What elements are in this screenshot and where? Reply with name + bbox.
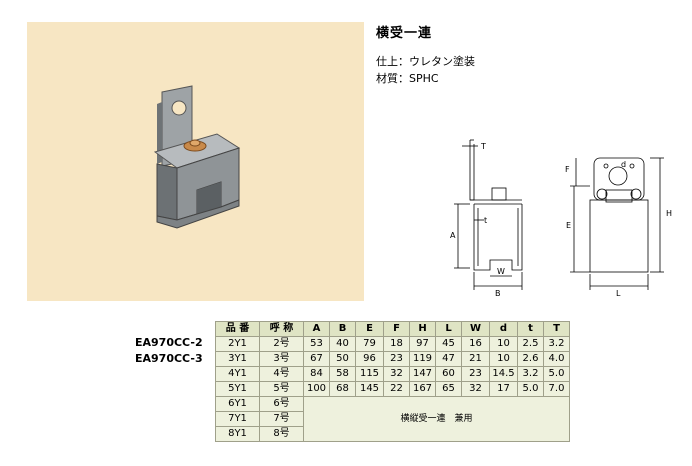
table-row: 6Y1 6号 横縦受一連 兼用 — [215, 396, 570, 442]
table-header-cell: t — [517, 321, 544, 337]
dimension-table: 品 番 呼 称 A B E F H L W d t T 2Y1 2号 53 40… — [215, 321, 570, 442]
side-view-drawing — [454, 139, 523, 290]
table-header-cell: H — [409, 321, 436, 337]
table-cell: 67 — [303, 351, 330, 367]
product-title: 横受一連 — [376, 26, 433, 41]
table-cell: 7.0 — [543, 381, 570, 397]
table-cell: 2号 — [259, 336, 304, 352]
table-cell: 96 — [355, 351, 384, 367]
table-cell: 4号 — [259, 366, 304, 382]
table-cell: 79 — [355, 336, 384, 352]
table-cell: 18 — [383, 336, 410, 352]
table-header-cell: 呼 称 — [259, 321, 304, 337]
label-W: W — [497, 267, 505, 276]
table-header-cell: A — [303, 321, 330, 337]
table-header-row: 品 番 呼 称 A B E F H L W d t T — [215, 321, 570, 337]
table-cell: 147 — [409, 366, 436, 382]
table-cell: 7Y1 — [215, 411, 260, 427]
label-t: t — [484, 216, 487, 225]
table-row: 4Y1 4号 84 58 115 32 147 60 23 14.5 3.2 5… — [215, 366, 570, 382]
label-T: T — [480, 142, 486, 151]
table-cell: 119 — [409, 351, 436, 367]
label-H: H — [666, 209, 672, 218]
table-cell: 21 — [461, 351, 490, 367]
table-cell: 4.0 — [543, 351, 570, 367]
table-cell: 22 — [383, 381, 410, 397]
table-header-cell: d — [489, 321, 518, 337]
table-cell: 32 — [461, 381, 490, 397]
product-photo — [27, 22, 364, 301]
model-number: EA970CC-2 — [135, 336, 203, 349]
table-row: 2Y1 2号 53 40 79 18 97 45 16 10 2.5 3.2 — [215, 336, 570, 352]
label-A: A — [450, 231, 456, 240]
table-cell: 8Y1 — [215, 426, 260, 442]
table-cell: 6Y1 — [215, 396, 260, 412]
table-cell: 97 — [409, 336, 436, 352]
table-header-cell: E — [355, 321, 384, 337]
table-cell: 2Y1 — [215, 336, 260, 352]
table-cell: 8号 — [259, 426, 304, 442]
table-cell: 7号 — [259, 411, 304, 427]
finish-text: 仕上：ウレタン塗装 — [376, 55, 475, 68]
table-cell: 5.0 — [543, 366, 570, 382]
table-cell: 47 — [435, 351, 462, 367]
table-header-cell: T — [543, 321, 570, 337]
table-cell: 3.2 — [517, 366, 544, 382]
bracket-illustration — [153, 85, 241, 229]
table-cell: 5Y1 — [215, 381, 260, 397]
table-row: 8Y1 8号 — [215, 426, 570, 442]
model-number: EA970CC-3 — [135, 352, 203, 365]
table-header-cell: B — [329, 321, 356, 337]
table-cell: 60 — [435, 366, 462, 382]
front-view-drawing — [570, 157, 664, 290]
table-cell: 16 — [461, 336, 490, 352]
table-row: 3Y1 3号 67 50 96 23 119 47 21 10 2.6 4.0 — [215, 351, 570, 367]
label-B: B — [495, 289, 501, 298]
table-row: 7Y1 7号 — [215, 411, 570, 427]
table-header-cell: W — [461, 321, 490, 337]
table-cell: 115 — [355, 366, 384, 382]
table-header-cell: F — [383, 321, 410, 337]
table-cell: 3.2 — [543, 336, 570, 352]
table-cell: 40 — [329, 336, 356, 352]
table-cell: 45 — [435, 336, 462, 352]
table-cell: 100 — [303, 381, 330, 397]
table-cell: 5.0 — [517, 381, 544, 397]
table-cell: 167 — [409, 381, 436, 397]
table-header-cell: L — [435, 321, 462, 337]
table-cell: 10 — [489, 351, 518, 367]
table-cell: 84 — [303, 366, 330, 382]
table-cell: 3Y1 — [215, 351, 260, 367]
table-cell: 32 — [383, 366, 410, 382]
table-row: 5Y1 5号 100 68 145 22 167 65 32 17 5.0 7.… — [215, 381, 570, 397]
table-cell: 23 — [383, 351, 410, 367]
table-cell: 6号 — [259, 396, 304, 412]
label-d: d — [621, 160, 626, 169]
table-cell: 10 — [489, 336, 518, 352]
table-cell: 145 — [355, 381, 384, 397]
table-cell: 5号 — [259, 381, 304, 397]
table-cell: 2.6 — [517, 351, 544, 367]
label-L: L — [616, 289, 621, 298]
table-cell: 4Y1 — [215, 366, 260, 382]
model-numbers: EA970CC-2 EA970CC-3 — [135, 335, 203, 367]
table-cell: 53 — [303, 336, 330, 352]
table-note: 横縦受一連 兼用 — [303, 396, 570, 442]
table-cell: 17 — [489, 381, 518, 397]
table-cell: 3号 — [259, 351, 304, 367]
table-cell: 65 — [435, 381, 462, 397]
material-text: 材質：SPHC — [376, 72, 439, 85]
table-cell: 23 — [461, 366, 490, 382]
label-E: E — [566, 221, 571, 230]
table-cell: 58 — [329, 366, 356, 382]
table-header-cell: 品 番 — [215, 321, 260, 337]
label-F: F — [565, 165, 570, 174]
table-cell: 50 — [329, 351, 356, 367]
table-cell: 68 — [329, 381, 356, 397]
table-cell: 14.5 — [489, 366, 518, 382]
table-cell: 2.5 — [517, 336, 544, 352]
